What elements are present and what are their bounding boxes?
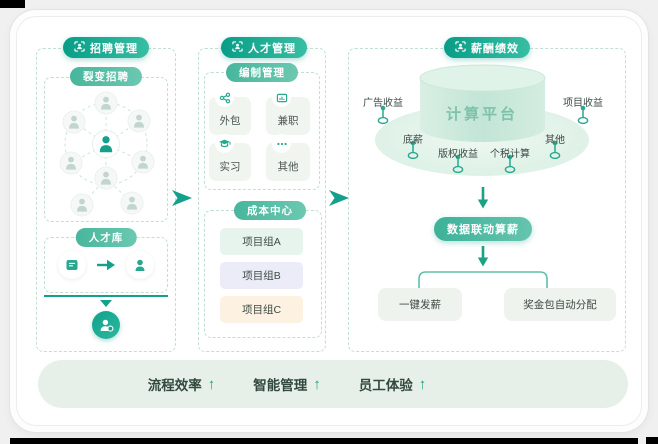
top-left-crop-artifact <box>0 0 25 8</box>
scan-person-icon <box>232 40 243 55</box>
pin-icons <box>377 105 589 174</box>
cost-item-project-b: 项目组B <box>220 262 303 289</box>
staffing-card-other: 其他 <box>266 134 310 181</box>
resume-doc-icon <box>58 251 86 279</box>
branch-connector <box>418 271 548 289</box>
hired-person-icon <box>92 311 120 339</box>
fission-network-graphic <box>59 91 155 217</box>
talent-pool-pill: 人才库 <box>75 228 137 247</box>
scan-person-icon <box>74 40 85 55</box>
bottom-crop-artifact <box>10 438 638 444</box>
panel-payroll-header: 薪酬绩效 <box>444 37 530 58</box>
benefit-smart-management: 智能管理 ↑ <box>253 374 321 394</box>
panel-talent-title: 人才管理 <box>248 42 296 55</box>
down-arrow-icon <box>477 187 489 209</box>
flow-arrow-icon <box>329 190 349 206</box>
panel-recruitment-title: 招聘管理 <box>90 42 138 55</box>
up-arrow-icon: ↑ <box>313 375 321 393</box>
output-one-click-payroll: 一键发薪 <box>378 288 462 321</box>
staffing-card-intern: 实习 <box>209 134 251 181</box>
benefit-label: 员工体验 <box>358 378 413 393</box>
staffing-card-outsourcing: 外包 <box>209 88 251 135</box>
right-arrow-icon <box>97 259 115 271</box>
source-label-tax-calc: 个税计算 <box>490 149 530 160</box>
candidate-person-icon <box>126 251 154 279</box>
source-label-base-salary: 底薪 <box>403 135 423 146</box>
panel-divider-line <box>44 295 168 297</box>
card-label: 实习 <box>219 161 241 173</box>
cost-item-project-c: 项目组C <box>220 296 303 323</box>
platform-label: 计算平台 <box>446 105 518 123</box>
source-label-ad-revenue: 广告收益 <box>363 98 403 109</box>
ellipsis-icon <box>272 134 291 153</box>
card-label: 外包 <box>219 115 241 127</box>
source-label-project-revenue: 项目收益 <box>563 98 603 109</box>
benefits-bar: 流程效率 ↑ 智能管理 ↑ 员工体验 ↑ <box>38 360 628 408</box>
scan-person-icon <box>455 40 466 55</box>
down-arrow-icon <box>477 246 489 267</box>
cost-item-project-a: 项目组A <box>220 228 303 255</box>
staffing-card-parttime: 兼职 <box>266 88 310 135</box>
graduation-cap-icon <box>215 134 234 153</box>
panel-payroll-title: 薪酬绩效 <box>471 42 519 55</box>
card-label: 兼职 <box>277 115 299 127</box>
up-arrow-icon: ↑ <box>418 375 427 393</box>
share-icon <box>215 88 234 107</box>
staffing-pill: 编制管理 <box>226 63 298 82</box>
panel-recruitment-header: 招聘管理 <box>63 37 149 58</box>
benefit-process-efficiency: 流程效率 ↑ <box>148 374 216 394</box>
fission-recruiting-pill: 裂变招聘 <box>70 67 142 86</box>
id-badge-icon <box>272 88 291 107</box>
benefit-employee-experience: 员工体验 ↑ <box>359 374 427 394</box>
bottom-right-crop-artifact <box>646 437 658 444</box>
panel-talent-header: 人才管理 <box>221 37 307 58</box>
benefit-label: 智能管理 <box>253 378 308 393</box>
benefit-label: 流程效率 <box>147 378 202 393</box>
cost-center-pill: 成本中心 <box>234 201 306 220</box>
down-triangle-icon <box>100 300 112 307</box>
up-arrow-icon: ↑ <box>207 375 216 393</box>
source-label-other: 其他 <box>545 135 565 146</box>
output-bonus-auto-allocation: 奖金包自动分配 <box>504 288 616 321</box>
source-label-copyright-revenue: 版权收益 <box>438 149 478 160</box>
data-linked-payroll-pill: 数据联动算薪 <box>434 217 532 241</box>
card-label: 其他 <box>277 161 299 173</box>
calc-platform-graphic: 计算平台 <box>375 64 589 176</box>
flow-arrow-icon <box>172 190 192 206</box>
